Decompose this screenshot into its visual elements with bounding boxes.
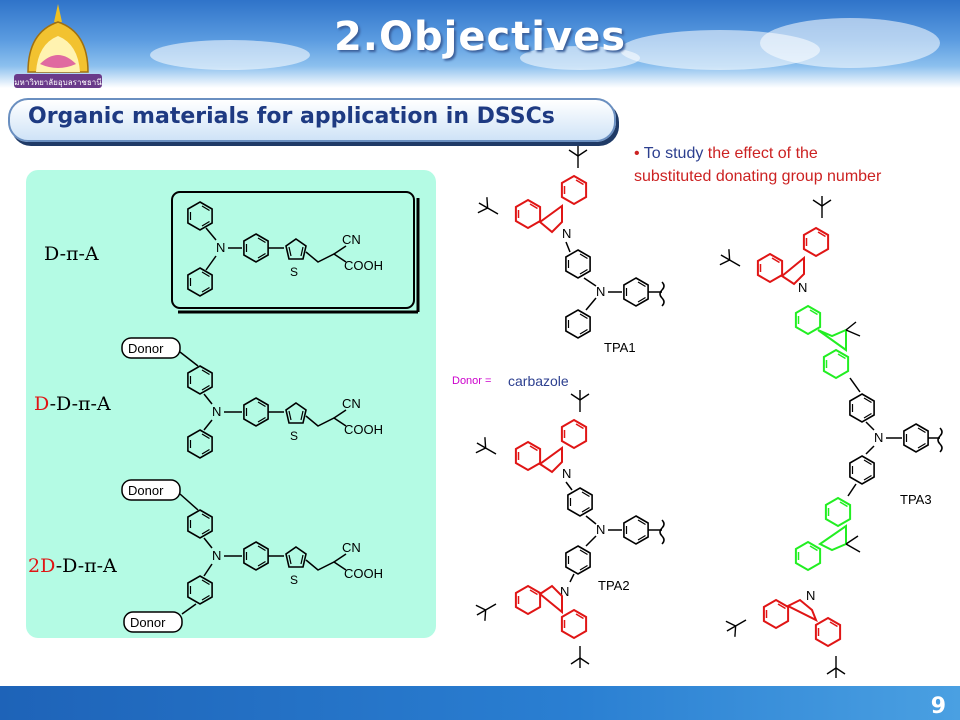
svg-text:COOH: COOH: [344, 422, 383, 437]
slide-title: 2.Objectives: [333, 14, 627, 60]
tpa2-molecule: N N N TPA2: [471, 389, 665, 669]
svg-text:N: N: [560, 584, 569, 599]
tpa3-molecule: N N TPA3 N: [715, 195, 943, 679]
d-d-pi-a-structure: Donor N S CN COOH: [121, 337, 383, 459]
svg-text:TPA2: TPA2: [598, 578, 630, 593]
donor-equals-label: Donor =: [452, 375, 491, 387]
bullet-highlight: the effect of the substituted donating g…: [634, 145, 882, 185]
svg-text:S: S: [290, 429, 298, 443]
university-logo: มหาวิทยาลัยอุบลราชธานี: [8, 2, 108, 94]
svg-text:N: N: [562, 226, 571, 241]
row3-label: 2D-D-π-A: [28, 555, 117, 577]
svg-text:COOH: COOH: [344, 258, 383, 273]
svg-text:N: N: [212, 404, 221, 419]
svg-text:COOH: COOH: [344, 566, 383, 581]
header-band: [0, 0, 960, 88]
footer-band: [0, 686, 960, 720]
logo-caption: มหาวิทยาลัยอุบลราชธานี: [14, 78, 102, 87]
svg-text:Donor: Donor: [130, 615, 166, 630]
donor-box-top: [121, 479, 181, 501]
svg-text:N: N: [212, 548, 221, 563]
page-number: 9: [930, 694, 946, 719]
row1-label: D-π-A: [44, 243, 99, 265]
svg-text:CN: CN: [342, 232, 361, 247]
svg-text:N: N: [216, 240, 225, 255]
tpa1-molecule: N N TPA1: [473, 145, 665, 355]
bullet-prefix: To study: [643, 145, 704, 162]
svg-text:Donor: Donor: [128, 483, 164, 498]
svg-text:N: N: [798, 280, 807, 295]
svg-text:S: S: [290, 265, 298, 279]
objective-bullet: • To study the effect of the substituted…: [634, 145, 882, 185]
svg-text:N: N: [596, 522, 605, 537]
svg-text:Donor: Donor: [128, 341, 164, 356]
d-pi-a-frame: [171, 191, 415, 309]
row2-label: D-D-π-A: [34, 393, 111, 415]
svg-text:CN: CN: [342, 396, 361, 411]
svg-text:TPA3: TPA3: [900, 492, 932, 507]
subtitle-banner: Organic materials for application in DSS…: [8, 98, 616, 142]
subtitle-text: Organic materials for application in DSS…: [28, 104, 555, 129]
donor-box-bottom: [123, 611, 183, 633]
svg-text:N: N: [806, 588, 815, 603]
svg-text:N: N: [596, 284, 605, 299]
donor-name: carbazole: [508, 373, 569, 389]
svg-text:N: N: [562, 466, 571, 481]
svg-text:TPA1: TPA1: [604, 340, 636, 355]
2d-d-pi-a-structure: Donor N Donor S CN COOH: [121, 479, 383, 633]
svg-text:N: N: [874, 430, 883, 445]
svg-text:S: S: [290, 573, 298, 587]
donor-box: [121, 337, 181, 359]
d-pi-a-structure: N S CN COOH: [187, 201, 383, 297]
svg-text:CN: CN: [342, 540, 361, 555]
